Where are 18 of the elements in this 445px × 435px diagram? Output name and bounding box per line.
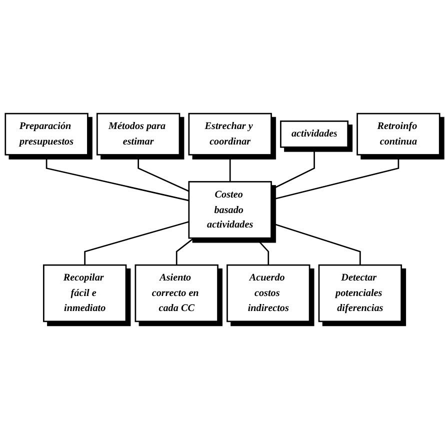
node-box: Acuerdo costos indirectos <box>226 264 310 322</box>
node-box: Preparación presupuestos <box>4 112 88 156</box>
connector <box>229 154 231 182</box>
connector <box>271 154 400 200</box>
connector <box>46 154 190 202</box>
connector <box>84 221 190 266</box>
node-box: Costeo basado actividades <box>188 181 272 239</box>
node-box: Estrechar y coordinar <box>188 112 272 156</box>
connector <box>270 147 315 190</box>
node-box: Detectar potenciales diferencias <box>318 264 402 322</box>
connector <box>176 238 194 266</box>
node-box: Retroinfo continua <box>356 112 440 156</box>
connector <box>138 154 190 192</box>
node-box: Métodos para estimar <box>96 112 180 156</box>
node-box: Recopilar fácil e inmediato <box>43 264 127 322</box>
connector <box>255 238 270 266</box>
connector <box>271 222 361 266</box>
node-box: Asiento correcto en cada CC <box>134 264 218 322</box>
